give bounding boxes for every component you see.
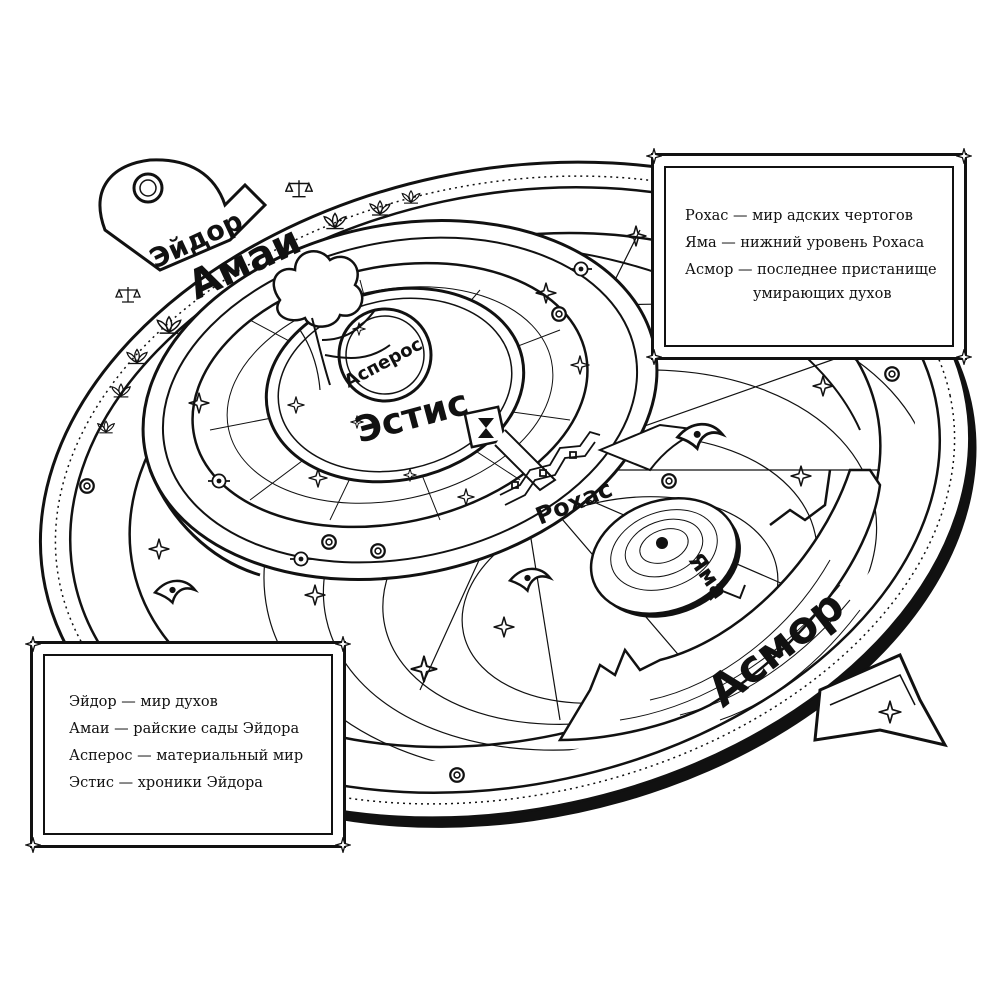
corner-star-icon (25, 636, 41, 652)
legend-bottom: Эйдор — мир духов Амаи — райские сады Эй… (25, 636, 351, 853)
legend-item: Амаи — райские сады Эйдора (69, 721, 300, 737)
rokhas-pattern (499, 430, 601, 506)
corner-star-icon (956, 349, 972, 365)
corner-star-icon (646, 349, 662, 365)
legend-bottom-frame (43, 654, 333, 835)
tree-icon (272, 250, 391, 391)
corner-star-icon (335, 837, 351, 853)
legend-top-frame (664, 166, 954, 347)
legend-top-list: Рохас — мир адских чертогов Яма — нижний… (685, 203, 937, 304)
yama-disc (589, 497, 746, 618)
legend-item: Эстис — хроники Эйдора (69, 775, 263, 791)
legend-bottom-list: Эйдор — мир духов Амаи — райские сады Эй… (69, 689, 303, 797)
asmor-frame (557, 468, 882, 742)
legend-top: Рохас — мир адских чертогов Яма — нижний… (646, 148, 972, 365)
asperos-circle (337, 307, 433, 403)
astrolabe-throne (98, 158, 268, 272)
legend-item: Эйдор — мир духов (69, 694, 218, 710)
corner-star-icon (956, 148, 972, 164)
corner-star-icon (335, 636, 351, 652)
legend-item: Рохас — мир адских чертогов (685, 208, 913, 224)
pointer-tip (813, 653, 948, 748)
corner-star-icon (646, 148, 662, 164)
corner-star-icon (25, 837, 41, 853)
legend-item: Яма — нижний уровень Рохаса (685, 235, 925, 251)
legend-item: Асперос — материальный мир (69, 748, 304, 764)
